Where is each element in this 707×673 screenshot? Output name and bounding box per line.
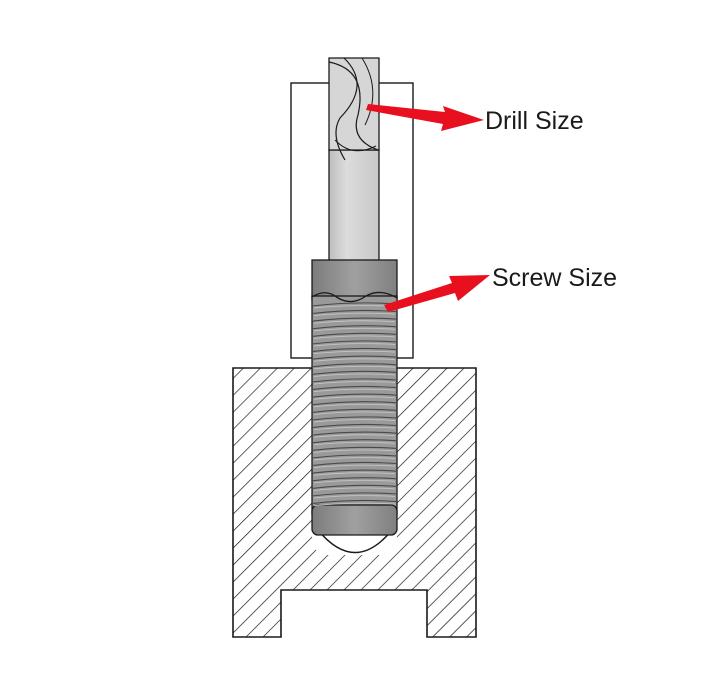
thread-line bbox=[311, 363, 398, 368]
threaded-tap bbox=[311, 259, 398, 536]
thread-highlight bbox=[313, 312, 396, 317]
thread-line bbox=[311, 401, 398, 406]
thread-highlight bbox=[313, 396, 396, 400]
thread-line bbox=[311, 469, 398, 474]
thread-lines bbox=[311, 302, 398, 507]
thread-highlight bbox=[313, 388, 396, 393]
thread-highlight bbox=[313, 403, 396, 408]
thread-highlight bbox=[313, 365, 396, 370]
thread-line bbox=[311, 355, 398, 360]
thread-line bbox=[311, 302, 398, 307]
thread-line bbox=[311, 423, 398, 429]
thread-highlight bbox=[313, 434, 396, 438]
drill-size-label: Drill Size bbox=[485, 107, 584, 135]
thread-line bbox=[311, 408, 398, 413]
thread-line bbox=[311, 477, 398, 482]
drill-size-arrow bbox=[366, 104, 484, 131]
thread-line bbox=[311, 446, 398, 451]
thread-highlight bbox=[313, 411, 396, 415]
thread-line bbox=[311, 385, 398, 391]
thread-highlight bbox=[313, 381, 396, 385]
thread-line bbox=[311, 378, 398, 383]
thread-highlight bbox=[313, 426, 396, 431]
thread-highlight bbox=[313, 419, 396, 423]
thread-line bbox=[311, 492, 398, 497]
thread-highlight bbox=[313, 495, 396, 499]
thread-line bbox=[311, 340, 398, 345]
thread-line bbox=[311, 347, 398, 353]
thread-highlight bbox=[313, 335, 396, 339]
thread-highlight bbox=[313, 479, 396, 484]
thread-highlight bbox=[313, 320, 396, 324]
thread-highlight bbox=[313, 487, 396, 491]
thread-line bbox=[311, 431, 398, 436]
thread-highlight bbox=[313, 350, 396, 355]
thread-line bbox=[311, 332, 398, 337]
screw-size-arrow bbox=[384, 275, 490, 312]
thread-line bbox=[311, 370, 398, 375]
thread-line bbox=[311, 461, 398, 467]
thread-highlight bbox=[313, 358, 396, 362]
thread-line bbox=[311, 484, 398, 489]
thread-line bbox=[311, 439, 398, 444]
thread-line bbox=[311, 317, 398, 322]
thread-highlight bbox=[313, 449, 396, 453]
thread-line bbox=[311, 416, 398, 421]
thread-highlight bbox=[313, 457, 396, 461]
thread-highlight bbox=[313, 441, 396, 446]
thread-highlight bbox=[313, 472, 396, 476]
thread-highlight bbox=[313, 464, 396, 469]
thread-line bbox=[311, 454, 398, 459]
thread-line bbox=[311, 393, 398, 398]
thread-highlight bbox=[313, 327, 396, 332]
drill-bit bbox=[328, 57, 380, 266]
screw-size-label: Screw Size bbox=[492, 264, 618, 292]
thread-highlight bbox=[313, 373, 396, 377]
thread-line bbox=[311, 325, 398, 330]
thread-line bbox=[311, 499, 398, 505]
thread-highlight bbox=[313, 343, 396, 347]
thread-highlight bbox=[313, 502, 396, 507]
